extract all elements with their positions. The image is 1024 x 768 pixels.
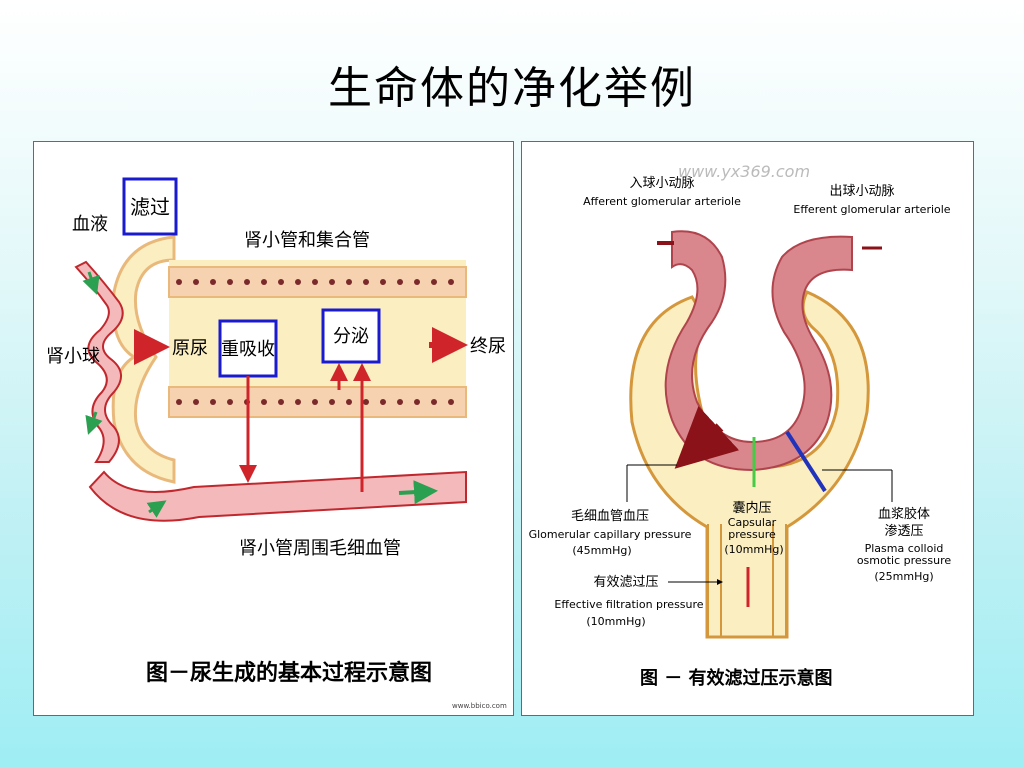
tubule-cell-dot — [414, 279, 420, 285]
tubule-cell-dot — [193, 399, 199, 405]
afferent-en-label: Afferent glomerular arteriole — [583, 195, 741, 208]
tubule-cell-dot — [295, 279, 301, 285]
colloid-cn-label-2: 渗透压 — [884, 524, 923, 539]
effective-en-label: Effective filtration pressure — [554, 598, 703, 611]
colloid-en-label-2: osmotic pressure — [857, 554, 952, 567]
filtration-box — [122, 177, 178, 236]
filtration-pressure-figure: www.yx369.com 入球小动脉 Afferent glomerular … — [521, 141, 974, 716]
tubule-cell-dot — [414, 399, 420, 405]
secretion-box — [321, 308, 381, 364]
afferent-cn-label: 入球小动脉 — [629, 176, 694, 191]
peritubular-label: 肾小管周围毛细血管 — [239, 538, 401, 559]
capsular-val: (10mmHg) — [724, 543, 783, 556]
tubule-cell-dot — [312, 279, 318, 285]
cap-pressure-cn-label: 毛细血管血压 — [571, 509, 649, 524]
peritubular-capillary — [88, 470, 467, 522]
capillary-pressure-arrow — [674, 406, 740, 469]
left-caption: 图－尿生成的基本过程示意图 — [146, 660, 432, 686]
colloid-pressure-arrow — [785, 430, 827, 493]
primary-urine-label: 原尿 — [172, 338, 208, 359]
flow-arrow-out — [85, 411, 103, 435]
blood-label: 血液 — [72, 214, 108, 235]
reabsorption-label: 重吸收 — [221, 339, 275, 360]
tubule-cell-dot — [431, 399, 437, 405]
tubule-cell-dot — [210, 399, 216, 405]
tubule-cell-dot — [176, 399, 182, 405]
secretion-label: 分泌 — [333, 326, 369, 347]
final-urine-label: 终尿 — [470, 336, 506, 357]
efferent-cn-label: 出球小动脉 — [829, 184, 894, 199]
reabsorption-box — [218, 319, 278, 378]
tubule-cell-dot — [448, 399, 454, 405]
tubule-cell-dot — [431, 279, 437, 285]
colloid-en-label-1: Plasma colloid — [865, 542, 944, 555]
tubule-cell-dot — [397, 279, 403, 285]
tubule-duct-label: 肾小管和集合管 — [244, 230, 370, 251]
tubule-cell-dot — [193, 279, 199, 285]
tubule-cell-dot — [244, 279, 250, 285]
tubule-cell-dot — [227, 399, 233, 405]
tubule-cell-dot — [346, 279, 352, 285]
flow-arrow-capillary-end — [398, 480, 438, 505]
effective-val: (10mmHg) — [586, 615, 645, 628]
tubule-cell-dot — [176, 279, 182, 285]
cap-pressure-en-label: Glomerular capillary pressure — [529, 528, 692, 541]
tubule-cell-dot — [278, 399, 284, 405]
capsular-en-label-2: pressure — [728, 528, 776, 541]
colloid-cn-label-1: 血浆胶体 — [878, 506, 930, 522]
cap-pressure-val: (45mmHg) — [572, 544, 631, 557]
tubule-cell-dot — [329, 399, 335, 405]
renal-tubule — [168, 260, 467, 418]
flow-arrow-in — [82, 271, 100, 295]
tubule-cell-dot — [312, 399, 318, 405]
colloid-val: (25mmHg) — [874, 570, 933, 583]
glomerular-capillary-loop — [664, 230, 853, 472]
left-watermark: www.bbico.com — [452, 702, 507, 710]
glomerulus-vessel — [74, 260, 124, 463]
effective-cn-label: 有效滤过压 — [593, 575, 658, 590]
flow-arrow-capillary — [146, 500, 167, 518]
tubule-cell-dot — [397, 399, 403, 405]
tubule-cell-dot — [210, 279, 216, 285]
tubule-cell-dot — [278, 279, 284, 285]
renal-capsule — [111, 235, 176, 484]
tubule-cell-dot — [380, 279, 386, 285]
capsular-en-label-1: Capsular — [728, 516, 777, 529]
tubule-cell-dot — [363, 399, 369, 405]
filtration-label: 滤过 — [130, 195, 170, 219]
capsular-cn-label: 囊内压 — [732, 500, 771, 516]
right-watermark: www.yx369.com — [678, 162, 810, 181]
tubule-cell-dot — [329, 279, 335, 285]
tubule-cell-dot — [363, 279, 369, 285]
efferent-en-label: Efferent glomerular arteriole — [793, 203, 950, 216]
tubule-cell-dot — [380, 399, 386, 405]
slide-title: 生命体的净化举例 — [328, 63, 696, 114]
right-caption: 图 － 有效滤过压示意图 — [640, 667, 833, 689]
tubule-cell-dot — [227, 279, 233, 285]
tubule-cell-dot — [261, 279, 267, 285]
tubule-cell-dot — [346, 399, 352, 405]
urine-formation-figure: 滤过 血液 肾小管和集合管 肾小球 原尿 重吸收 分泌 终尿 肾小管周围毛细血管… — [33, 141, 514, 716]
glomerulus-label: 肾小球 — [46, 346, 100, 367]
tubule-cell-dot — [448, 279, 454, 285]
tubule-cell-dot — [261, 399, 267, 405]
tubule-cell-dot — [295, 399, 301, 405]
